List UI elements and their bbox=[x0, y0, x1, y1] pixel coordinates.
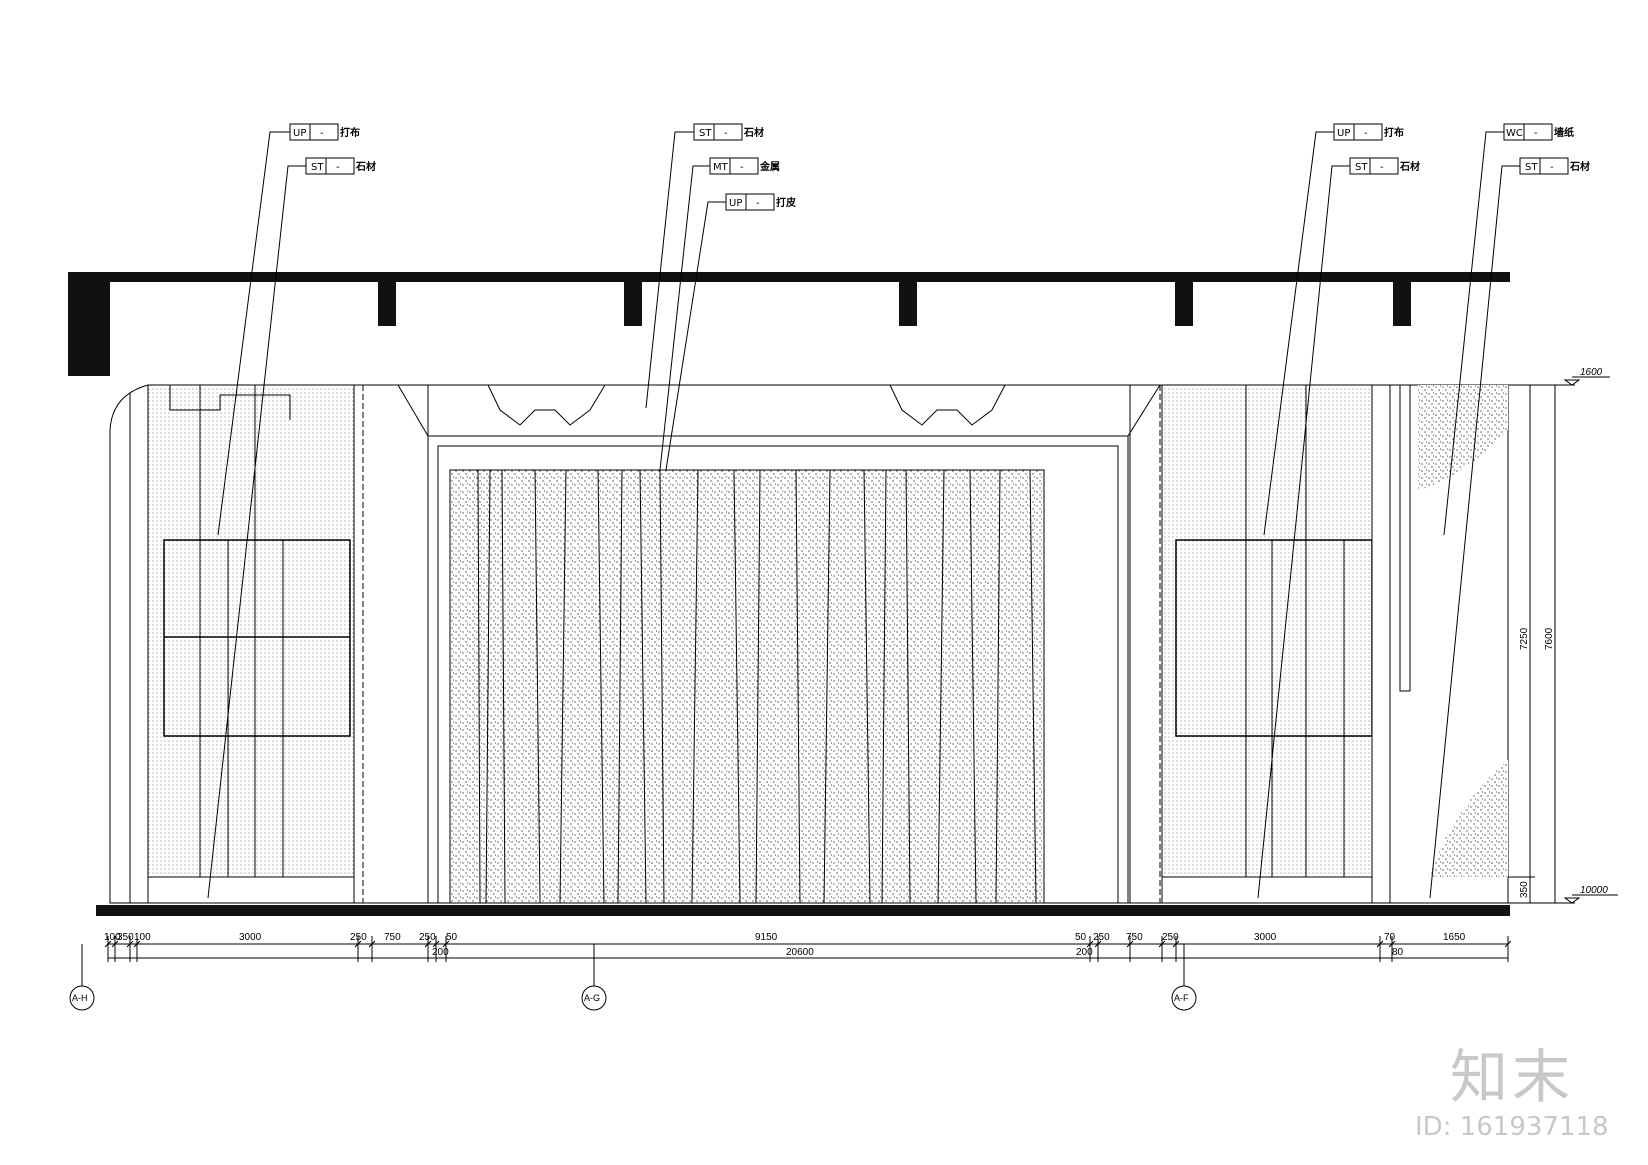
grid-axis-label: A-G bbox=[584, 993, 600, 1003]
right-panel-zone bbox=[1161, 384, 1373, 904]
ceiling-beam bbox=[68, 272, 1510, 376]
dim-text: 20600 bbox=[786, 947, 814, 958]
curtain-panel bbox=[449, 469, 1045, 904]
floor-slab bbox=[96, 905, 1510, 916]
svg-text:UP: UP bbox=[729, 198, 742, 209]
tag-up-center: UP - 打皮 bbox=[665, 193, 796, 471]
svg-text:UP: UP bbox=[1337, 128, 1350, 139]
svg-text:UP: UP bbox=[293, 128, 306, 139]
material-tags: UP - 打布 ST - 石材 ST - 石材 MT - 金属 bbox=[207, 123, 1590, 899]
dim-text: 3000 bbox=[239, 932, 262, 943]
svg-text:-: - bbox=[756, 198, 760, 209]
dim-text: 750 bbox=[384, 932, 401, 943]
grid-axis-a-g: A-G bbox=[581, 944, 607, 1011]
dim-text: 50 bbox=[1075, 932, 1087, 943]
dim-text: 1650 bbox=[1443, 932, 1466, 943]
tag-st-far-right: ST - 石材 bbox=[1429, 157, 1590, 899]
dim-base-height: 350 bbox=[1519, 881, 1530, 898]
svg-text:打皮: 打皮 bbox=[776, 196, 796, 209]
svg-text:墙纸: 墙纸 bbox=[1554, 126, 1574, 139]
dim-text: 100 bbox=[104, 932, 121, 943]
grid-axis-label: A-F bbox=[1174, 993, 1189, 1003]
level-top-label: 1600 bbox=[1580, 367, 1603, 378]
watermark-logo: 知末 bbox=[1450, 1043, 1575, 1111]
level-marker-top: 1600 bbox=[1563, 367, 1610, 386]
dim-text: 200 bbox=[432, 947, 449, 958]
grid-axis-label: A-H bbox=[72, 993, 88, 1003]
dim-text: 200 bbox=[1076, 947, 1093, 958]
svg-text:石材: 石材 bbox=[1569, 160, 1590, 173]
vertical-dimensions bbox=[1508, 384, 1575, 904]
svg-text:-: - bbox=[724, 128, 728, 139]
horizontal-dimension-lines bbox=[104, 936, 1512, 962]
dim-text: 80 bbox=[1392, 947, 1404, 958]
svg-text:石材: 石材 bbox=[743, 126, 764, 139]
svg-text:-: - bbox=[740, 162, 744, 173]
svg-text:石材: 石材 bbox=[1399, 160, 1420, 173]
svg-text:ST: ST bbox=[311, 162, 324, 173]
grid-axis-a-f: A-F bbox=[1171, 944, 1197, 1011]
dim-text: 9150 bbox=[755, 932, 778, 943]
svg-text:金属: 金属 bbox=[759, 160, 780, 173]
tag-wc-far-right: WC - 墙纸 bbox=[1443, 123, 1574, 536]
dim-text: 350 bbox=[117, 932, 134, 943]
dim-text: 100 bbox=[134, 932, 151, 943]
svg-text:ST: ST bbox=[699, 128, 712, 139]
dim-inner-height: 7250 bbox=[1519, 627, 1530, 650]
dim-text: 250 bbox=[419, 932, 436, 943]
tag-st-center: ST - 石材 bbox=[645, 123, 764, 409]
svg-text:-: - bbox=[320, 128, 324, 139]
svg-text:WC: WC bbox=[1506, 128, 1523, 139]
svg-text:石材: 石材 bbox=[355, 160, 376, 173]
dim-text: 70 bbox=[1384, 932, 1396, 943]
dim-text: 3000 bbox=[1254, 932, 1277, 943]
wallpaper-zone bbox=[1371, 384, 1509, 904]
svg-text:打布: 打布 bbox=[1384, 126, 1404, 139]
svg-text:-: - bbox=[336, 162, 340, 173]
dim-text: 750 bbox=[1126, 932, 1143, 943]
left-stone-pilaster bbox=[353, 384, 429, 904]
dim-text: 250 bbox=[350, 932, 367, 943]
svg-text:ST: ST bbox=[1525, 162, 1538, 173]
dim-text: 250 bbox=[1093, 932, 1110, 943]
tag-st-right: ST - 石材 bbox=[1257, 157, 1420, 899]
right-stone-pilaster bbox=[1129, 384, 1163, 904]
svg-text:MT: MT bbox=[713, 162, 729, 173]
dim-text: 250 bbox=[1162, 932, 1179, 943]
dims-row-2: 200 20600 200 80 bbox=[432, 947, 1404, 958]
watermark-id: ID: 161937118 bbox=[1415, 1112, 1609, 1142]
dims-row-1: 100 350 100 3000 250 750 250 50 9150 50 … bbox=[104, 932, 1466, 943]
svg-text:-: - bbox=[1380, 162, 1384, 173]
dim-outer-height: 7600 bbox=[1544, 627, 1555, 650]
svg-text:ST: ST bbox=[1355, 162, 1368, 173]
tag-up-left: UP - 打布 bbox=[217, 123, 360, 536]
grid-axis-a-h: A-H bbox=[69, 944, 95, 1011]
svg-text:-: - bbox=[1550, 162, 1554, 173]
tag-mt-center: MT - 金属 bbox=[659, 157, 780, 471]
level-marker-bottom: 10000 bbox=[1563, 885, 1618, 904]
tag-up-right: UP - 打布 bbox=[1263, 123, 1404, 536]
level-bottom-label: 10000 bbox=[1580, 885, 1608, 896]
dim-text: 50 bbox=[446, 932, 458, 943]
left-panel-zone bbox=[147, 384, 355, 904]
svg-text:打布: 打布 bbox=[340, 126, 360, 139]
svg-text:-: - bbox=[1534, 128, 1538, 139]
svg-text:-: - bbox=[1364, 128, 1368, 139]
tag-st-left: ST - 石材 bbox=[207, 157, 376, 899]
